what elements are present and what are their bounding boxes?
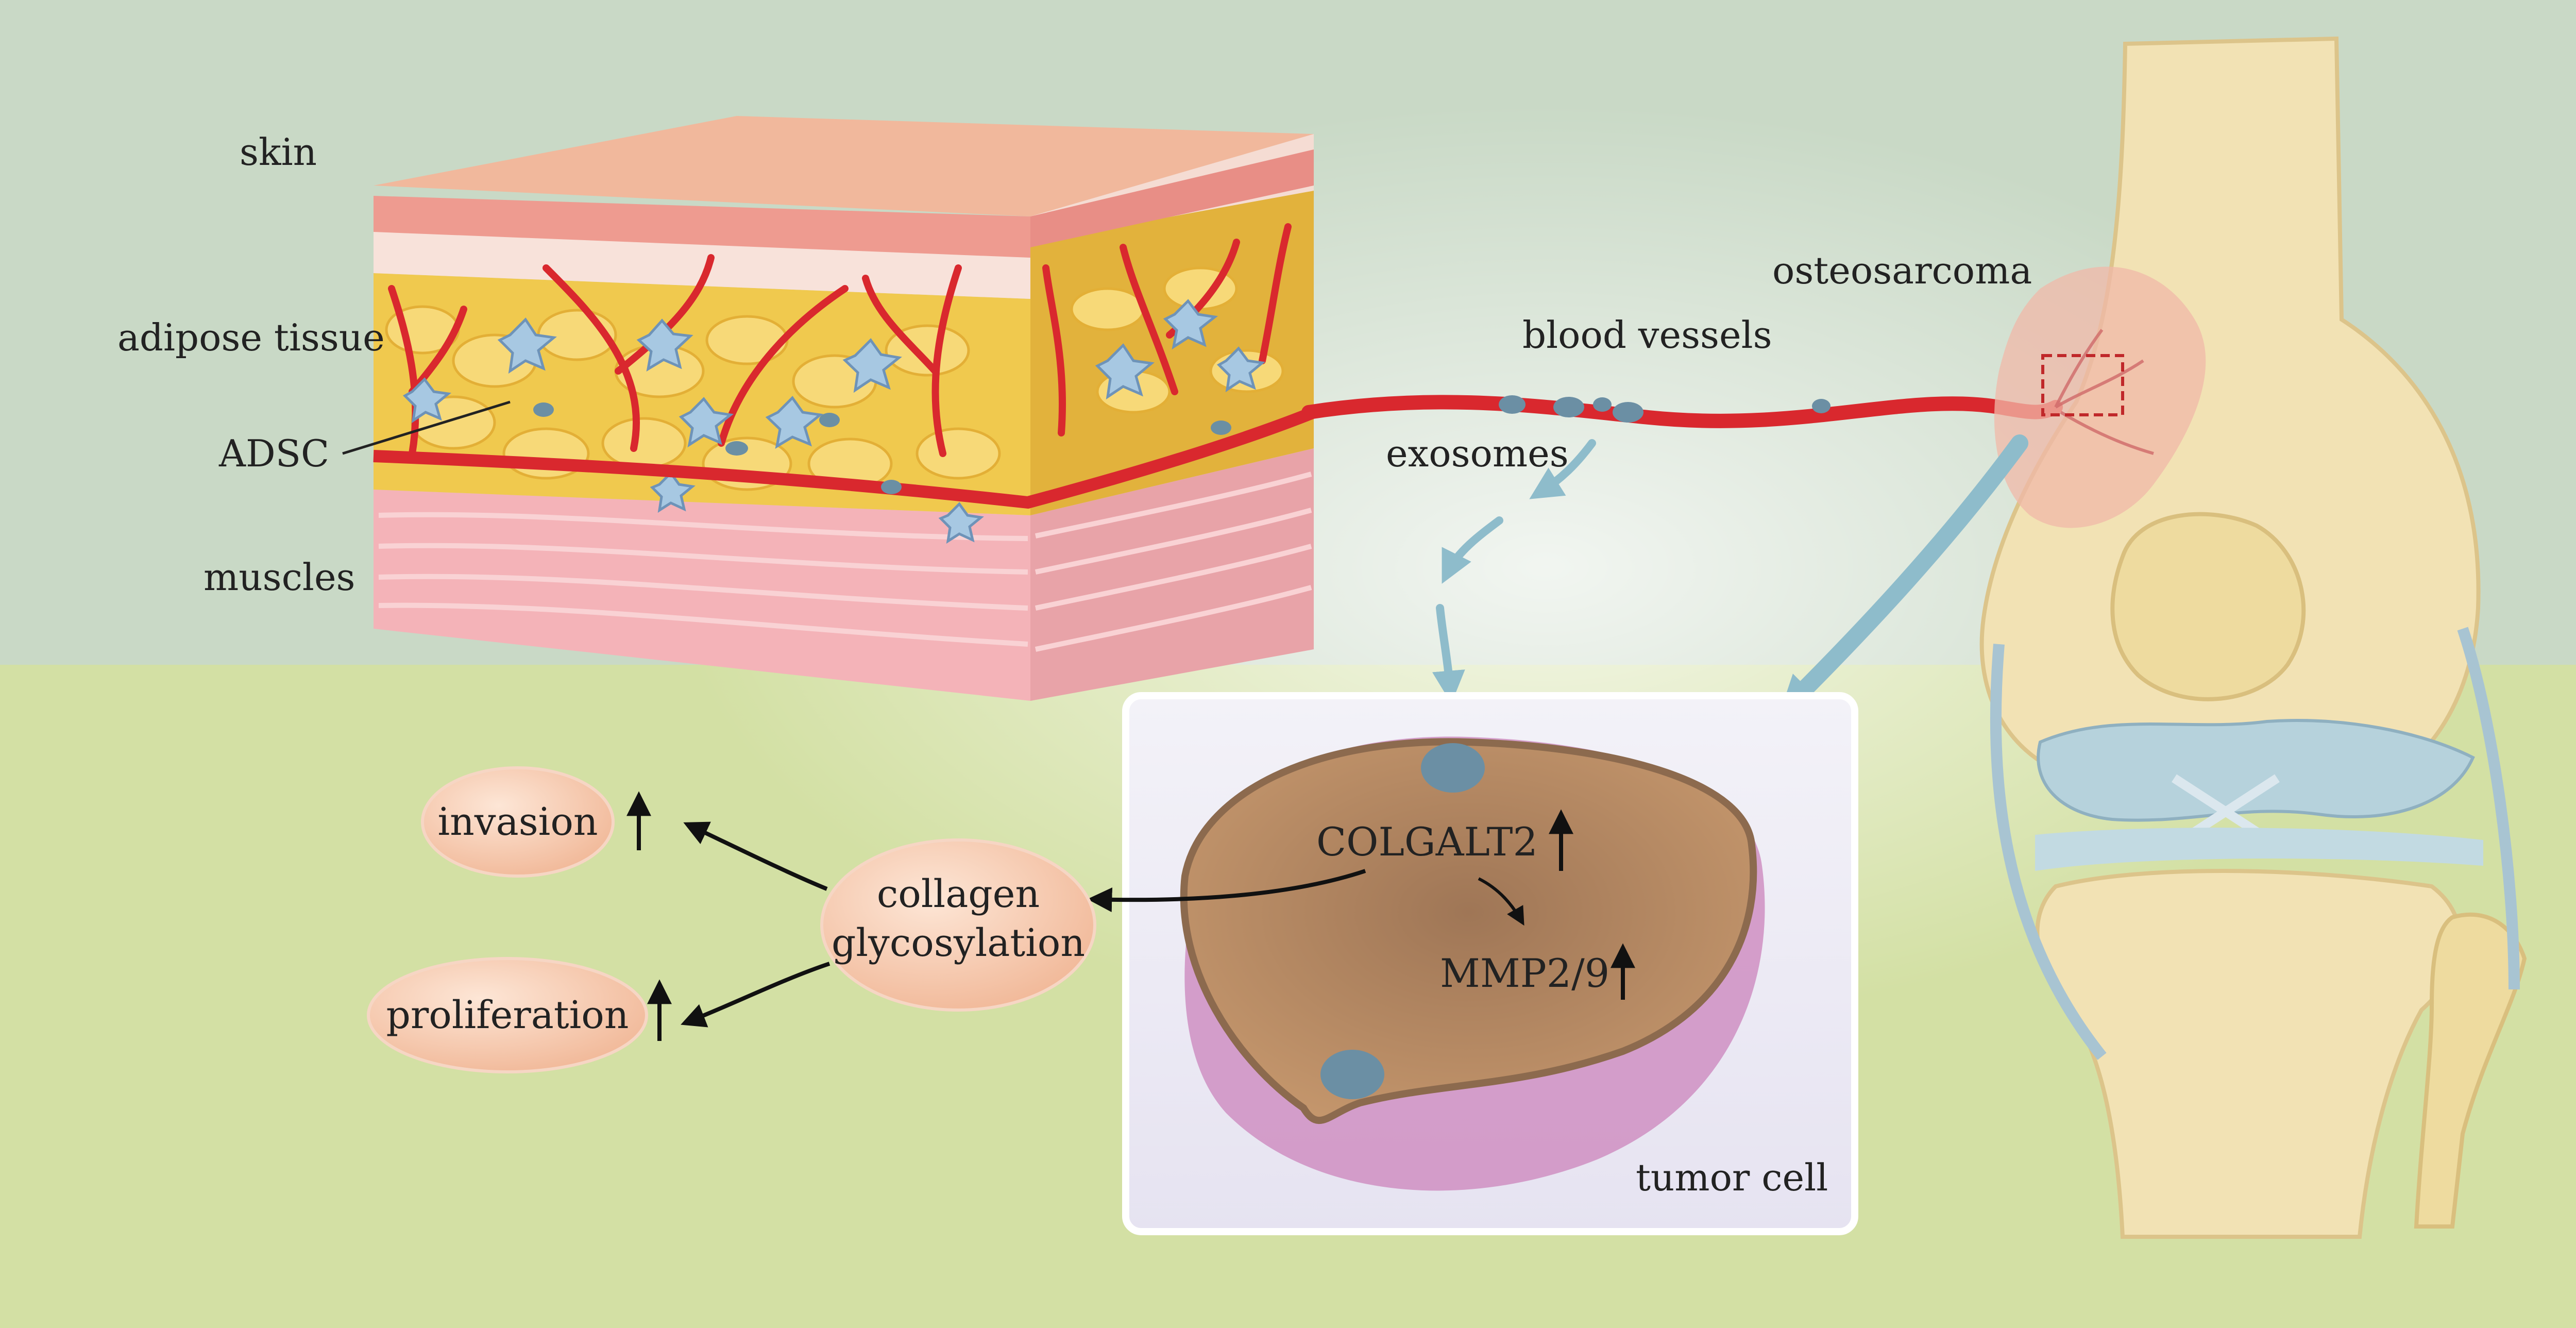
collagen-glycosylation-oval — [820, 838, 1096, 1012]
adsc-pointer-line — [342, 400, 511, 455]
exosome-dashed-arrow — [1432, 439, 1596, 704]
tumor-cell — [1180, 736, 1765, 1191]
label-invasion: invasion — [437, 800, 598, 844]
osteosarcoma-mass — [1994, 266, 2206, 528]
cartilage — [2037, 719, 2475, 822]
muscle-layer — [374, 490, 1030, 701]
cell-cytoplasm — [1180, 738, 1757, 1124]
label-glycosylation: glycosylation — [832, 921, 1085, 965]
proliferation-oval — [367, 957, 648, 1073]
exosome — [1421, 743, 1485, 793]
label-adsc: ADSC — [218, 432, 329, 475]
label-colgalt2: COLGALT2 — [1316, 819, 1538, 865]
tissue-blood-vessel — [373, 406, 1316, 509]
colgalt2-to-mmp-arrow — [1478, 877, 1524, 926]
label-collagen: collagen — [877, 872, 1040, 916]
label-skin: skin — [240, 130, 317, 174]
skin-surface — [374, 116, 1314, 216]
up-arrow-icon — [626, 791, 1635, 1041]
dashed-box-icon — [2041, 354, 2124, 416]
invasion-oval — [421, 766, 615, 878]
skin-block — [373, 116, 1316, 701]
collagen-to-proliferation-arrow — [681, 962, 831, 1028]
label-adipose-tissue: adipose tissue — [117, 316, 385, 359]
colgalt2-to-collagen-arrow — [1087, 869, 1366, 913]
label-muscles: muscles — [204, 556, 355, 599]
label-mmp: MMP2/9 — [1440, 950, 1609, 996]
exosome-cluster — [1499, 395, 1831, 423]
label-tumor-cell: tumor cell — [1636, 1156, 1828, 1199]
label-blood-vessels: blood vessels — [1522, 313, 1772, 357]
label-exosomes: exosomes — [1386, 432, 1569, 475]
patella — [2110, 512, 2306, 701]
label-osteosarcoma: osteosarcoma — [1772, 249, 2032, 292]
collagen-to-invasion-arrow — [683, 821, 828, 891]
exosome — [1320, 1050, 1384, 1099]
knee-joint — [1979, 36, 2527, 1239]
osteosarcoma-to-cell-arrow — [1779, 434, 2028, 715]
label-proliferation: proliferation — [386, 993, 629, 1037]
